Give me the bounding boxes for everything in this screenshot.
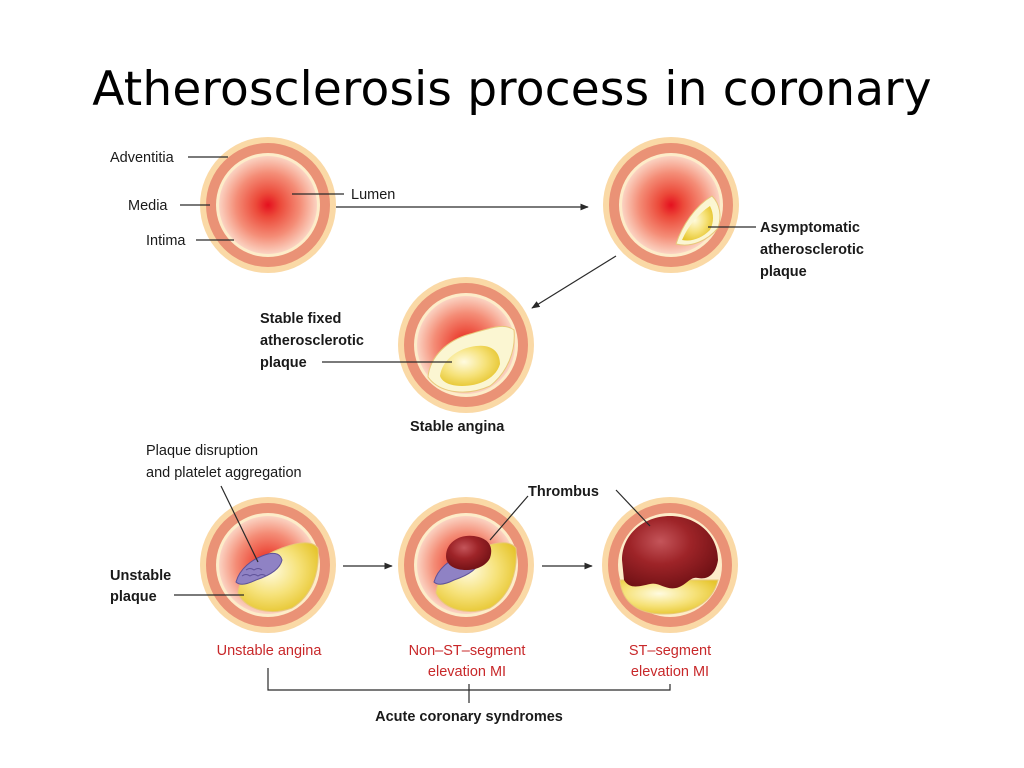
vessel-partial-thrombus — [398, 497, 534, 633]
leader-thrombus-partial — [489, 495, 529, 541]
label-asymptomatic-3: plaque — [760, 264, 807, 280]
partial-thrombus — [446, 535, 492, 570]
label-stable-fixed-1: Stable fixed — [260, 311, 341, 327]
label-intima: Intima — [146, 233, 186, 249]
vessel-unstable-plaque — [200, 497, 336, 633]
label-lumen: Lumen — [351, 187, 395, 203]
label-acute-coronary-syndromes: Acute coronary syndromes — [375, 709, 563, 725]
label-stemi-2: elevation MI — [631, 664, 709, 680]
label-thrombus: Thrombus — [528, 484, 599, 500]
leader-thrombus-occlusive — [615, 489, 651, 527]
label-stable-angina: Stable angina — [410, 419, 505, 435]
label-plaque-disruption-2: and platelet aggregation — [146, 465, 302, 481]
label-adventitia: Adventitia — [110, 150, 175, 166]
small-plaque — [682, 206, 713, 241]
label-plaque-disruption-1: Plaque disruption — [146, 443, 258, 459]
stable-plaque — [440, 345, 500, 386]
label-asymptomatic-2: atherosclerotic — [760, 242, 864, 258]
label-nstemi-2: elevation MI — [428, 664, 506, 680]
label-stable-fixed-3: plaque — [260, 355, 307, 371]
vessel-stable-plaque — [398, 277, 534, 413]
label-media: Media — [128, 198, 168, 214]
arrow-asymptomatic-to-stable — [531, 255, 617, 309]
label-asymptomatic-1: Asymptomatic — [760, 220, 860, 236]
occlusive-thrombus — [622, 516, 718, 589]
label-nstemi-1: Non–ST–segment — [409, 643, 526, 659]
slide-title: Atherosclerosis process in coronary — [92, 62, 932, 117]
vessel-asymptomatic-plaque — [603, 137, 739, 273]
leader-plaque-disruption — [220, 485, 259, 563]
lumen — [219, 156, 317, 254]
label-unstable-angina: Unstable angina — [217, 643, 323, 659]
label-unstable-plaque-2: plaque — [110, 589, 157, 605]
label-stemi-1: ST–segment — [629, 643, 711, 659]
vessel-occlusive-thrombus — [602, 497, 738, 633]
label-stable-fixed-2: atherosclerotic — [260, 333, 364, 349]
vessel-normal — [200, 137, 336, 273]
label-unstable-plaque-1: Unstable — [110, 568, 171, 584]
